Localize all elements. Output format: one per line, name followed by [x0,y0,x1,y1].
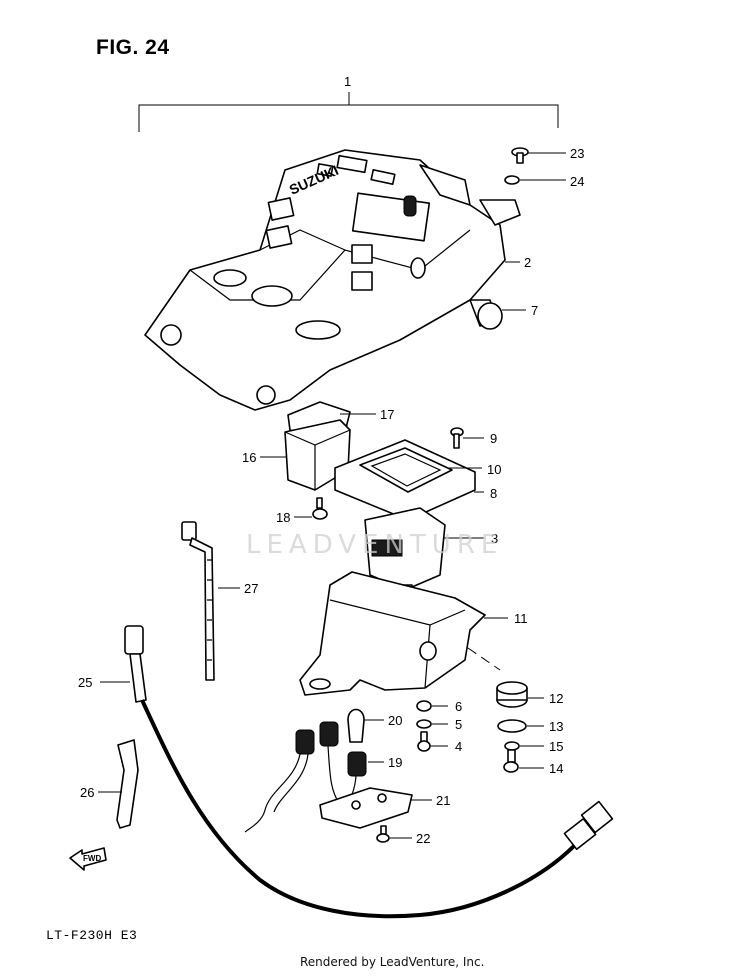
callout-4: 4 [455,739,462,754]
part-22-screw [376,825,390,843]
leader-lines [98,152,566,839]
part-9-screw [450,427,464,449]
part-26-cable-clamp [116,739,139,829]
fwd-arrow-icon: FWD [69,847,107,871]
callout-16: 16 [242,450,256,465]
callout-26: 26 [80,785,94,800]
callout-25: 25 [78,675,92,690]
part-18-screw [312,497,328,520]
part-27-cable-tie [181,521,215,681]
callout-5: 5 [455,717,462,732]
part-10-lens [359,447,453,493]
model-code: LT-F230H E3 [46,928,138,943]
part-5-washer [416,719,432,729]
part-4-bolt [417,731,431,752]
part-15-washer [504,741,520,751]
callout-numbers: 1 2 3 4 5 6 7 8 9 10 11 12 13 14 15 16 1… [78,74,584,846]
assembly-bracket [138,92,559,132]
callout-9: 9 [490,431,497,446]
callout-27: 27 [244,581,258,596]
callout-11: 11 [514,611,528,626]
part-13-washer [497,719,527,733]
part-24-washer [504,175,520,185]
part-25-speedometer-cable [124,625,614,919]
callout-19: 19 [388,755,402,770]
callout-23: 23 [570,146,584,161]
callout-18: 18 [276,510,290,525]
callout-8: 8 [490,486,497,501]
figure-title: FIG. 24 [96,36,170,59]
callout-13: 13 [549,719,563,734]
part-19-lamp-socket [295,721,367,777]
part-20-bulb [347,708,365,743]
callout-17: 17 [380,407,394,422]
callout-15: 15 [549,739,563,754]
part-11-lower-case [299,571,486,696]
callout-3: 3 [491,531,498,546]
callout-22: 22 [416,831,430,846]
assembly-line [467,647,501,671]
part-7-knob [469,299,503,330]
callout-6: 6 [455,699,462,714]
part-6-nut [416,700,432,712]
callout-2: 2 [524,255,531,270]
part-12-grommet [496,681,528,708]
fwd-label: FWD [83,854,101,863]
callout-24: 24 [570,174,584,189]
callout-20: 20 [388,713,402,728]
callout-14: 14 [549,761,563,776]
callout-21: 21 [436,793,450,808]
callout-10: 10 [487,462,501,477]
callout-1: 1 [344,74,351,89]
part-21-wiring-harness [244,745,413,833]
render-credit: Rendered by LeadVenture, Inc. [300,955,485,969]
watermark: LEADVENTURE [246,530,504,560]
callout-7: 7 [531,303,538,318]
part-14-bolt [503,749,519,773]
part-23-screw [511,147,529,164]
part-2-housing: SUZUKI [144,149,521,411]
callout-12: 12 [549,691,563,706]
